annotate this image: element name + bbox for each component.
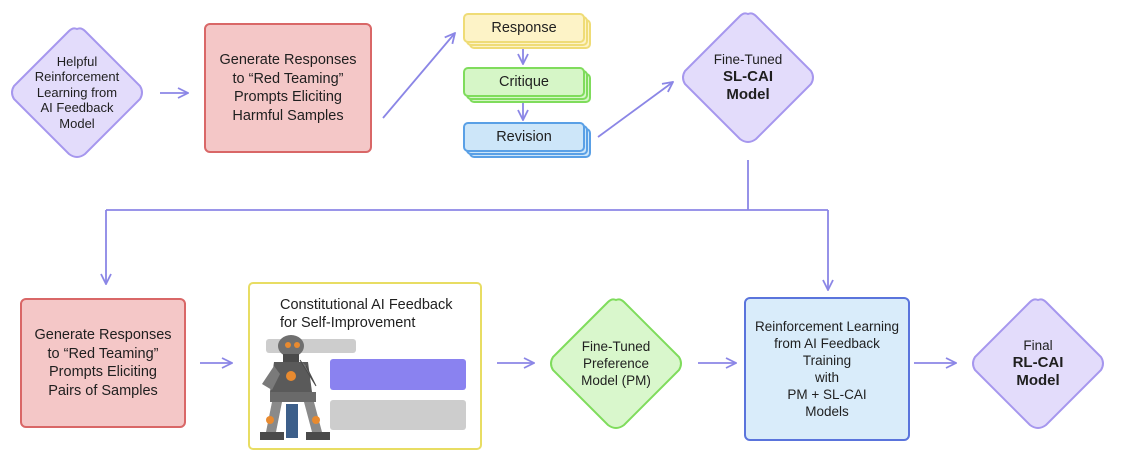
helpful-model-line: Reinforcement xyxy=(34,69,120,85)
helpful-model-line: AI Feedback xyxy=(40,100,114,116)
chat-bubble-icon xyxy=(330,359,466,390)
sl-cai-bold2: Model xyxy=(726,86,770,103)
rl-cai-bold1: RL-CAI xyxy=(1012,354,1064,371)
rl-training-box: Reinforcement Learning from AI Feedback … xyxy=(744,297,910,441)
cai-title: Constitutional AI Feedback for Self-Impr… xyxy=(280,297,453,331)
response-stack: Response xyxy=(463,13,593,49)
chat-bubble-icon xyxy=(330,400,466,430)
arrow-revision-to-slcai xyxy=(597,82,673,138)
rl-cai-model-node: Final RL-CAI Model xyxy=(970,296,1106,431)
helpful-model-node: Helpful Reinforcement Learning from AI F… xyxy=(9,25,145,160)
revision-stack: Revision xyxy=(463,122,593,158)
pm-line: Model (PM) xyxy=(581,373,651,388)
robot-thinker-illustration xyxy=(260,335,330,440)
sl-cai-model-node: Fine-Tuned SL-CAI Model xyxy=(680,10,816,145)
sl-cai-bold1: SL-CAI xyxy=(723,68,773,85)
generate-pairs-box: Generate Responses to “Red Teaming” Prom… xyxy=(20,298,186,428)
rl-cai-line1: Final xyxy=(1023,338,1053,353)
generate-harmful-box: Generate Responses to “Red Teaming” Prom… xyxy=(204,23,372,153)
arrow-generate-to-response xyxy=(382,33,455,119)
sl-cai-line1: Fine-Tuned xyxy=(713,52,783,67)
diamond-shape xyxy=(682,12,814,143)
diamond-shape xyxy=(972,298,1104,429)
helpful-model-line: Helpful xyxy=(56,53,98,69)
diamond-shape xyxy=(550,298,682,429)
response-label: Response xyxy=(491,20,557,36)
constitutional-feedback-panel: Constitutional AI Feedback for Self-Impr… xyxy=(248,282,482,450)
preference-model-node: Fine-Tuned Preference Model (PM) xyxy=(548,296,684,431)
critique-stack: Critique xyxy=(463,67,593,103)
helpful-model-line: Learning from xyxy=(36,84,118,100)
helpful-model-line: Model xyxy=(59,115,95,131)
diamond-shape xyxy=(11,27,143,158)
pm-line: Fine-Tuned xyxy=(581,339,651,354)
critique-label: Critique xyxy=(499,74,549,90)
rl-cai-bold2: Model xyxy=(1016,372,1060,389)
revision-label: Revision xyxy=(496,129,552,145)
pm-line: Preference xyxy=(582,356,650,371)
